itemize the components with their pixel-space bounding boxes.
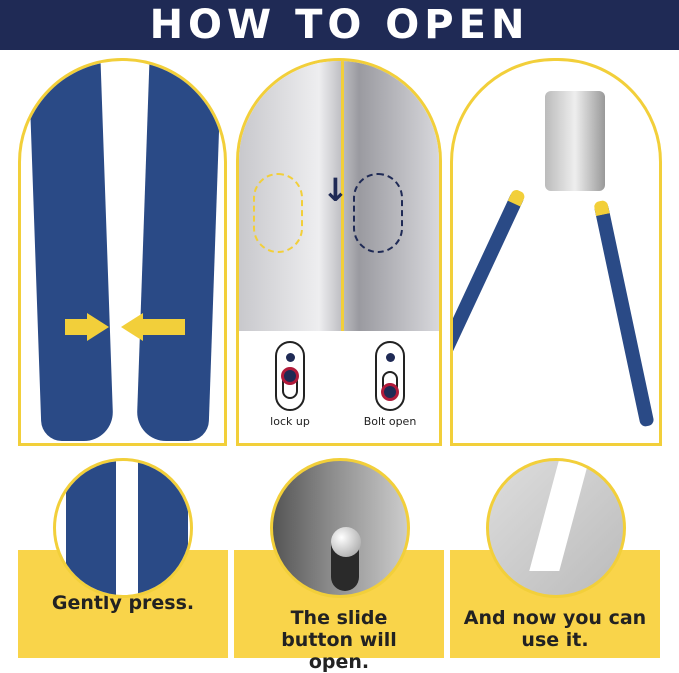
- left-handle-image: [28, 61, 114, 441]
- step-3-image: [486, 458, 626, 598]
- lock-legend: lock up Bolt open: [239, 333, 439, 443]
- plier-head-image: [545, 91, 605, 191]
- divider: [341, 61, 344, 331]
- arrow-right-head: [87, 313, 109, 341]
- step-3-box: And now you can use it.: [450, 550, 660, 658]
- panel-press-handles: [18, 58, 227, 446]
- arrow-right-icon: [65, 319, 89, 335]
- plier-right-handle: [593, 199, 655, 428]
- panel-full-tool: [450, 58, 662, 446]
- step-1-caption: Gently press.: [51, 592, 195, 614]
- lock-up-label: lock up: [270, 415, 310, 428]
- plier-left-handle: [453, 188, 527, 376]
- arrow-left-shaft: [141, 319, 185, 335]
- step-3-caption: And now you can use it.: [463, 607, 647, 651]
- highlight-open-circle: [353, 173, 403, 253]
- step-1-image: [53, 458, 193, 598]
- bolt-open-diagram: [375, 341, 405, 411]
- step-2-caption: The slide button will open.: [281, 607, 397, 673]
- highlight-locked-circle: [253, 173, 303, 253]
- right-handle-image: [136, 61, 222, 441]
- page-title: HOW TO OPEN: [149, 2, 530, 48]
- bolt-open-label: Bolt open: [363, 415, 417, 428]
- header-banner: HOW TO OPEN: [0, 0, 679, 50]
- arrow-left-icon: [121, 313, 143, 341]
- panel-slide-lock: ↓ lock up Bolt open: [236, 58, 442, 446]
- step-2-box: The slide button will open.: [234, 550, 444, 673]
- step-2-image: [270, 458, 410, 598]
- lock-up-diagram: [275, 341, 305, 411]
- arrow-down-icon: ↓: [322, 171, 349, 209]
